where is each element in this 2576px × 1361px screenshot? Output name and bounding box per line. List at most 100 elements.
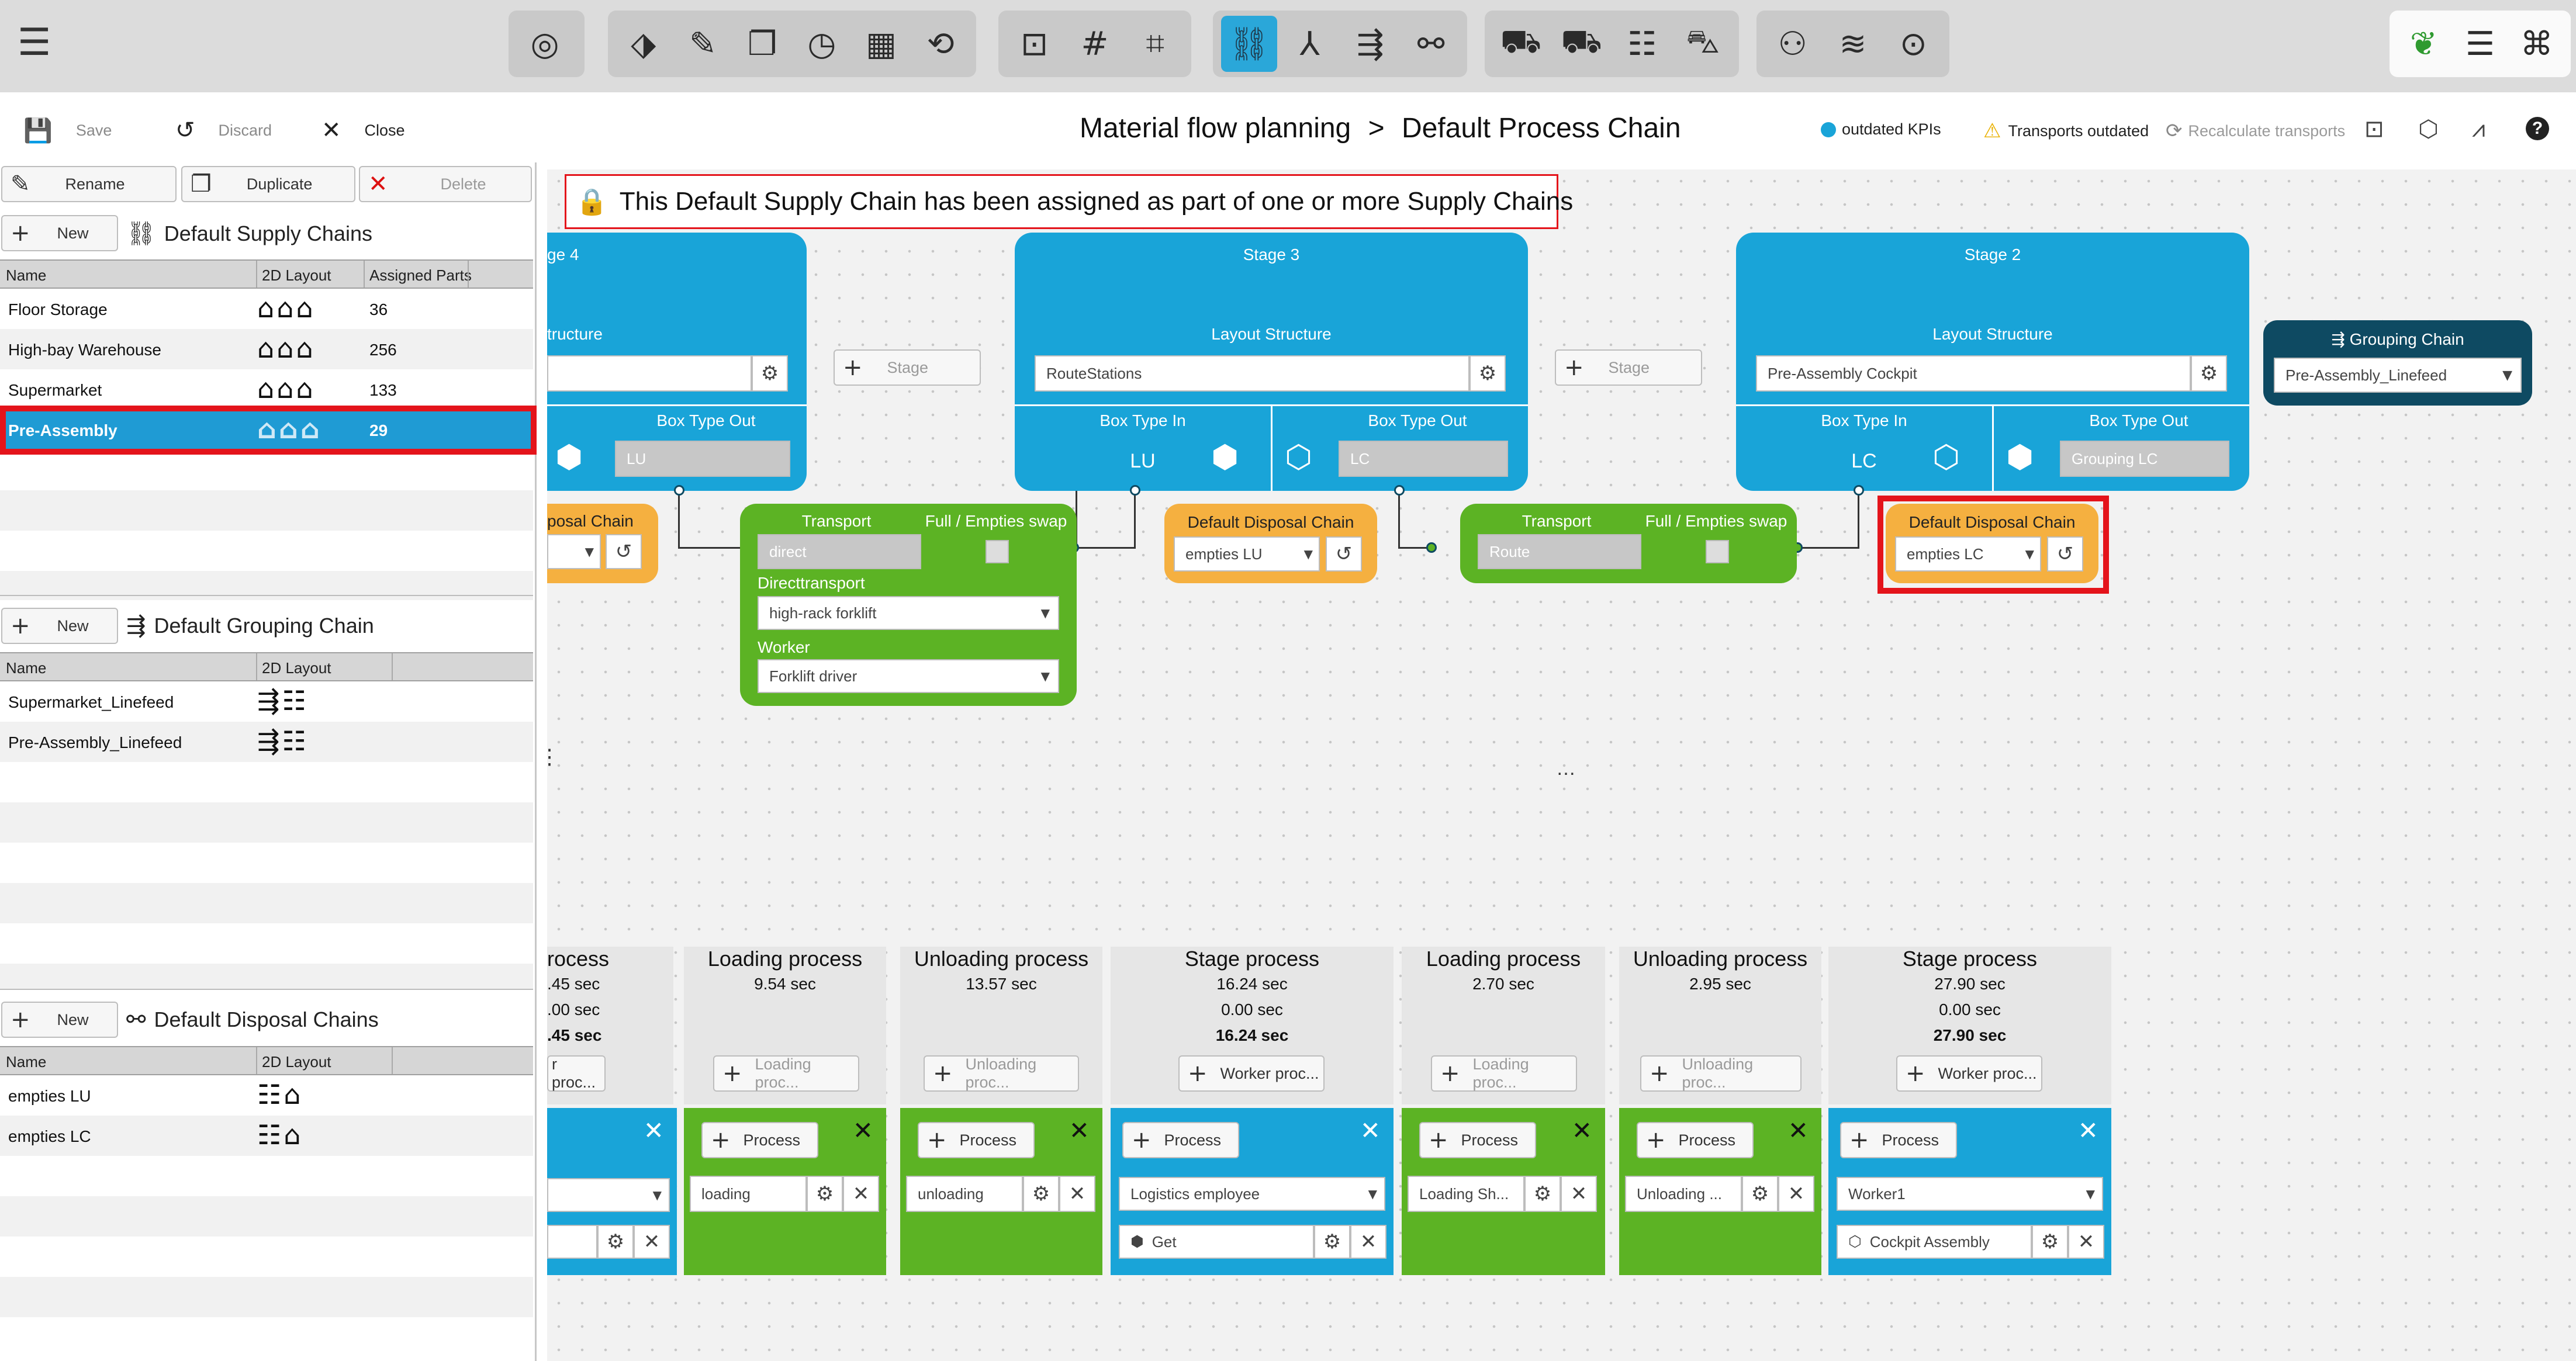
process-card-partial[interactable]: ✕ ▼ ⚙ ✕ xyxy=(547,1108,677,1275)
add-process-button[interactable]: +Process xyxy=(1122,1122,1239,1158)
direct-transport-select[interactable]: high-rack forklift ▼ xyxy=(758,596,1059,630)
worker-select[interactable]: Forklift driver ▼ xyxy=(758,659,1059,693)
process-select[interactable]: ▼ xyxy=(547,1178,670,1212)
copy-layer-icon[interactable]: ❐ xyxy=(748,25,777,63)
reset-icon[interactable]: ↺ xyxy=(2047,536,2083,572)
stage-4-card[interactable]: ge 4 tructure ⚙ Box Type Out ⬢ LU xyxy=(547,233,807,491)
settings-gear-icon[interactable]: ⚙ xyxy=(2032,1225,2068,1259)
box-type-out-field[interactable]: Grouping LC xyxy=(2060,441,2229,477)
frame-view-icon[interactable]: ⊡ xyxy=(2364,116,2384,143)
new-supply-chain-button[interactable]: +New xyxy=(1,215,118,251)
grouping-chain-card[interactable]: ⇶ Grouping Chain Pre-Assembly_Linefeed ▼ xyxy=(2263,320,2532,406)
cube-view-icon[interactable]: ⬡ xyxy=(2418,116,2439,143)
transports-outdated-status[interactable]: ⚠ Transports outdated xyxy=(1983,119,2149,143)
vertical-splitter-handle[interactable]: ⋮ xyxy=(539,744,560,768)
delete-button[interactable]: ✕Delete xyxy=(359,166,532,202)
add-stage-button[interactable]: +Stage xyxy=(1555,349,1702,386)
remove-x-icon[interactable]: ✕ xyxy=(634,1225,670,1259)
stage-3-card[interactable]: Stage 3 Layout Structure RouteStations ⚙… xyxy=(1015,233,1528,491)
loading-process-button[interactable]: +Loading proc... xyxy=(713,1055,859,1092)
layer-add-icon[interactable]: ⬗ xyxy=(631,25,656,63)
link-chain-icon[interactable]: ⛓ xyxy=(1221,16,1277,72)
worker-process-button[interactable]: +Worker proc... xyxy=(1896,1055,2042,1092)
disposal-chain-select[interactable]: empties LU ▼ xyxy=(1174,536,1320,572)
table-row[interactable]: Supermarket_Linefeed ⇶☷ xyxy=(8,685,309,716)
ruler-icon[interactable]: ✎ xyxy=(689,25,717,63)
settings-gear-icon[interactable]: ⚙ xyxy=(2191,355,2227,392)
add-stage-button[interactable]: +Stage xyxy=(834,349,981,386)
leaf-icon[interactable]: ❦ xyxy=(2409,25,2437,63)
sliders-icon[interactable]: ☰ xyxy=(2465,25,2495,63)
process-item[interactable] xyxy=(547,1225,597,1259)
branch-icon[interactable]: ⅄ xyxy=(1299,25,1320,63)
hamburger-menu-icon[interactable]: ☰ xyxy=(18,21,51,64)
remove-x-icon[interactable]: ✕ xyxy=(1350,1225,1386,1259)
close-icon[interactable]: ✕ xyxy=(1069,1116,1090,1145)
disposal-chain-card[interactable]: Default Disposal Chain empties LU ▼ ↺ xyxy=(1164,504,1377,583)
reset-icon[interactable]: ↺ xyxy=(606,534,642,569)
loading-process-card[interactable]: +Process ✕ Loading Sh... ⚙ ✕ xyxy=(1402,1108,1605,1275)
transport-type-field[interactable]: direct xyxy=(758,534,921,569)
settings-gear-icon[interactable]: ⚙ xyxy=(1524,1176,1561,1212)
frame-icon[interactable]: ⊡ xyxy=(1021,25,1049,63)
rack-icon[interactable]: ☷ xyxy=(1627,25,1657,63)
table-row[interactable]: Floor Storage ⌂⌂⌂ 36 xyxy=(8,292,388,324)
table-row[interactable]: High-bay Warehouse ⌂⌂⌂ 256 xyxy=(0,329,533,369)
loading-process-card[interactable]: +Process ✕ loading ⚙ ✕ xyxy=(684,1108,886,1275)
timer-icon[interactable]: ◷ xyxy=(807,25,836,63)
worker-process-button[interactable]: +Worker proc... xyxy=(1178,1055,1325,1092)
table-row[interactable]: Supermarket ⌂⌂⌂ 133 xyxy=(8,373,397,404)
process-item[interactable]: Loading Sh... xyxy=(1408,1176,1524,1212)
stage-2-card[interactable]: Stage 2 Layout Structure Pre-Assembly Co… xyxy=(1736,233,2249,491)
unloading-process-button[interactable]: +Unloading proc... xyxy=(1640,1055,1802,1092)
grouping-chain-select[interactable]: Pre-Assembly_Linefeed ▼ xyxy=(2274,358,2522,393)
merge-arrow-icon[interactable]: ⇶ xyxy=(1356,25,1384,63)
close-button[interactable]: ✕Close xyxy=(321,117,405,144)
settings-gear-icon[interactable]: ⚙ xyxy=(1742,1176,1778,1212)
full-empties-swap-checkbox[interactable] xyxy=(986,540,1009,563)
reset-icon[interactable]: ↺ xyxy=(1326,536,1362,572)
table-row[interactable]: empties LU ☷⌂ xyxy=(8,1079,303,1110)
loading-process-button[interactable]: +Loading proc... xyxy=(1431,1055,1577,1092)
settings-gear-icon[interactable]: ⚙ xyxy=(752,355,788,392)
radar-icon[interactable]: ◎ xyxy=(530,25,559,63)
duplicate-button[interactable]: ❐Duplicate xyxy=(181,166,355,202)
remove-x-icon[interactable]: ✕ xyxy=(2068,1225,2104,1259)
new-disposal-chain-button[interactable]: +New xyxy=(1,1002,118,1038)
settings-gear-icon[interactable]: ⚙ xyxy=(1314,1225,1350,1259)
grid-dots-icon[interactable]: ▦ xyxy=(866,25,897,63)
truck-icon[interactable]: ⛟ xyxy=(1500,23,1542,61)
settings-gear-icon[interactable]: ⚙ xyxy=(597,1225,634,1259)
settings-gear-icon[interactable]: ⚙ xyxy=(1023,1176,1059,1212)
process-item[interactable]: Unloading ... xyxy=(1625,1176,1742,1212)
close-icon[interactable]: ✕ xyxy=(2077,1116,2098,1145)
forklift-icon[interactable]: ⛍ xyxy=(1686,23,1720,61)
grid-icon[interactable]: # xyxy=(1081,25,1109,63)
layout-structure-select[interactable]: Pre-Assembly Cockpit xyxy=(1756,355,2191,392)
worker-process-button[interactable]: r proc... xyxy=(547,1055,606,1092)
settings-gear-icon[interactable]: ⚙ xyxy=(1469,355,1506,392)
close-icon[interactable]: ✕ xyxy=(643,1116,664,1145)
unloading-process-card[interactable]: +Process ✕ unloading ⚙ ✕ xyxy=(900,1108,1102,1275)
recalculate-transports-button[interactable]: ⟳ Recalculate transports xyxy=(2166,119,2346,143)
add-process-button[interactable]: +Process xyxy=(1840,1122,1957,1158)
disposal-chain-card[interactable]: Default Disposal Chain empties LC ▼ ↺ xyxy=(1886,504,2098,583)
disposal-chain-select[interactable]: ▼ xyxy=(547,534,601,569)
add-process-button[interactable]: +Process xyxy=(701,1122,818,1158)
help-icon[interactable]: ? xyxy=(2526,117,2549,140)
remove-x-icon[interactable]: ✕ xyxy=(1059,1176,1095,1212)
add-process-button[interactable]: +Process xyxy=(918,1122,1035,1158)
unloading-process-button[interactable]: +Unloading proc... xyxy=(924,1055,1079,1092)
mf-nodes-icon[interactable]: ⌘ xyxy=(2520,25,2553,63)
rename-button[interactable]: ✎Rename xyxy=(1,166,177,202)
transport-type-field[interactable]: Route xyxy=(1478,534,1641,569)
process-item[interactable]: loading xyxy=(690,1176,807,1212)
target-frame-icon[interactable]: ⊙ xyxy=(1899,25,1927,63)
layout-structure-select[interactable]: RouteStations xyxy=(1035,355,1469,392)
box-type-out-field[interactable]: LU xyxy=(615,441,790,477)
box-type-out-field[interactable]: LC xyxy=(1339,441,1508,477)
table-row[interactable]: empties LC ☷⌂ xyxy=(0,1116,533,1156)
table-row[interactable]: Pre-Assembly_Linefeed ⇶☷ xyxy=(0,722,533,762)
disposal-chain-select[interactable]: empties LC ▼ xyxy=(1895,536,2041,572)
settings-gear-icon[interactable]: ⚙ xyxy=(807,1176,843,1212)
